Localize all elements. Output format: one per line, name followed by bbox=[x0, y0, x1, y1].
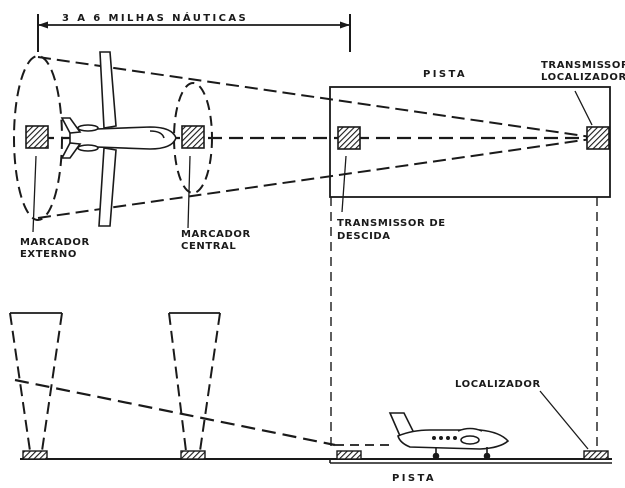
middle-marker-label-line2: CENTRAL bbox=[181, 241, 236, 252]
middle-marker-station bbox=[181, 125, 205, 149]
middle-marker-lobe bbox=[173, 82, 213, 194]
aircraft-top-view bbox=[60, 51, 177, 227]
glideslope-transmitter-label-line1: TRANSMISSOR DE bbox=[337, 218, 446, 229]
distance-label: 3 A 6 MILHAS NÁUTICAS bbox=[62, 11, 248, 24]
aircraft-side-view bbox=[388, 412, 510, 460]
localizer-transmitter-label-line1: TRANSMISSOR bbox=[541, 60, 625, 71]
runway-plan bbox=[329, 86, 611, 198]
outer-marker-label-line2: EXTERNO bbox=[20, 249, 77, 260]
outer-marker-beam bbox=[9, 312, 63, 452]
glide-path bbox=[14, 378, 336, 447]
localizer-station bbox=[586, 126, 610, 150]
middle-marker-label-line1: MARCADOR bbox=[181, 229, 251, 240]
distance-dimension: 3 A 6 MILHAS NÁUTICAS bbox=[37, 8, 351, 52]
glideslope-transmitter-label-line2: DESCIDA bbox=[337, 231, 391, 242]
profile-view: PISTA bbox=[9, 312, 612, 484]
localizer-label: LOCALIZADOR bbox=[455, 379, 541, 390]
outer-marker-lobe bbox=[13, 55, 63, 221]
outer-marker-antenna bbox=[22, 450, 48, 460]
runway-top-label: PISTA bbox=[423, 69, 467, 80]
plan-view: PISTA TR bbox=[13, 51, 625, 260]
localizer-antenna bbox=[583, 450, 609, 460]
outer-marker-label-line1: MARCADOR bbox=[20, 237, 90, 248]
localizer-transmitter-label-line2: LOCALIZADOR bbox=[541, 72, 625, 83]
glideslope-station bbox=[337, 126, 361, 150]
glideslope-antenna bbox=[336, 450, 362, 460]
projection-lines bbox=[330, 197, 598, 452]
runway-bottom-label: PISTA bbox=[392, 473, 436, 484]
outer-marker-station bbox=[25, 125, 49, 149]
middle-marker-beam bbox=[168, 312, 221, 452]
middle-marker-antenna bbox=[180, 450, 206, 460]
